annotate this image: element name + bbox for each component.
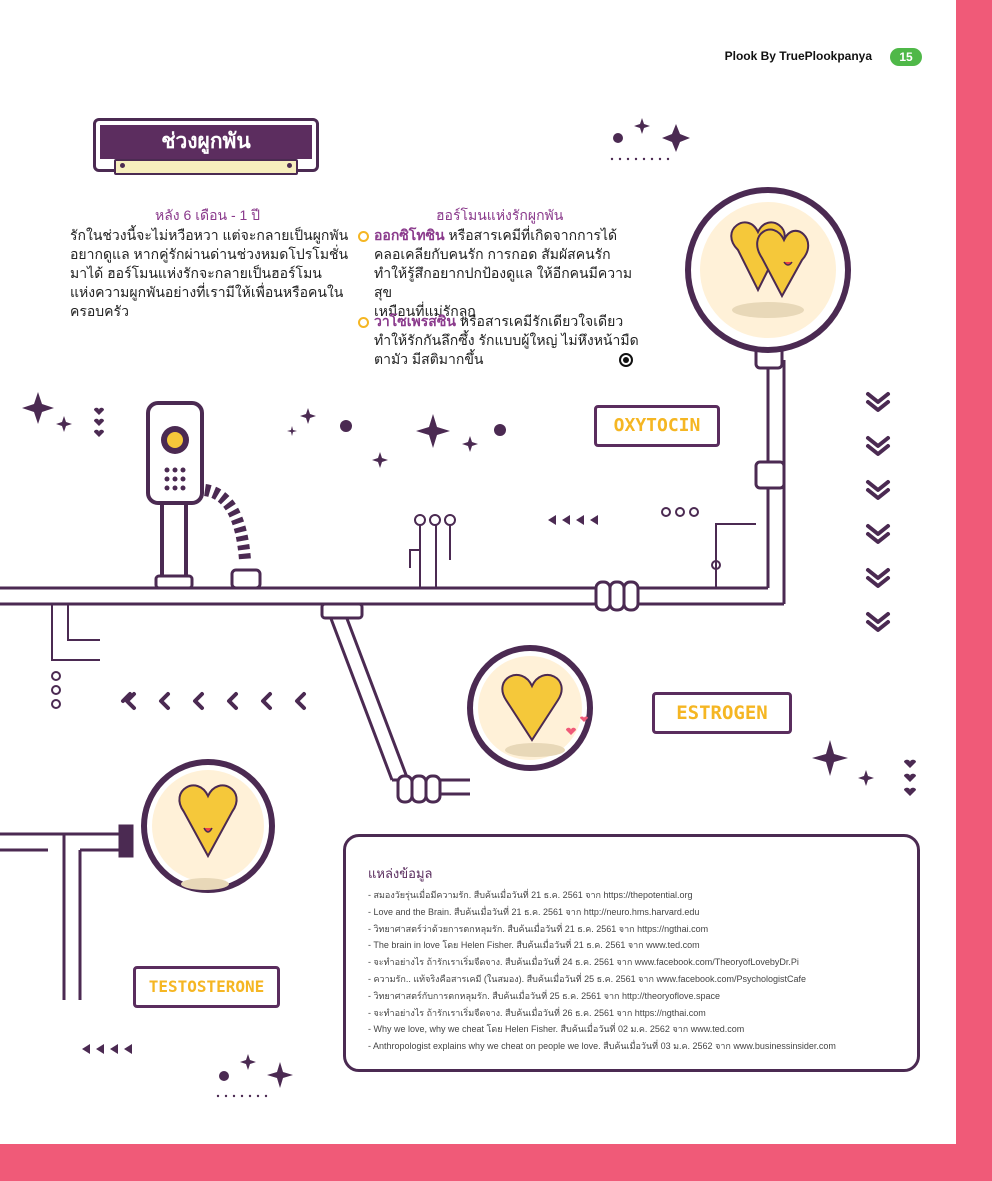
hormone-item-oxytocin: ออกซิโทซิน หรือสารเคมีที่เกิดจากการได้ ค… [358, 226, 649, 321]
paragraph-line: รักในช่วงนี้จะไม่หวือหวา แต่จะกลายเป็นผู… [70, 227, 349, 243]
sources-box: แหล่งข้อมูล - สมองวัยรุ่นเมื่อมีความรัก.… [343, 834, 920, 1072]
publication-name: Plook By TruePlookpanya [724, 49, 872, 63]
hormone-desc-line: ทำให้รักกันลึกซึ้ง รักแบบผู้ใหญ่ ไม่หึงห… [374, 332, 639, 348]
bullet-circle-icon [358, 231, 369, 242]
left-subheading: หลัง 6 เดือน - 1 ปี [155, 207, 261, 223]
sources-title: แหล่งข้อมูล [368, 866, 433, 881]
paragraph-line: ครอบครัว [70, 303, 129, 319]
hormone-desc-line: เหมือนที่แม่รักลูก [374, 303, 476, 319]
source-item: - จะทำอย่างไร ถ้ารักเราเริ่มจืดจาง. สืบค… [368, 957, 799, 968]
source-item: - Love and the Brain. สืบค้นเมื่อวันที่ … [368, 906, 700, 917]
source-item: - ความรัก.. แท้จริงคือสารเคมี (ในสมอง). … [368, 973, 807, 984]
source-item: - The brain in love โดย Helen Fisher. สื… [368, 940, 700, 951]
estrogen-heart-circle [467, 645, 593, 771]
source-item: - วิทยาศาสตร์ว่าด้วยการตกหลุมรัก. สืบค้น… [368, 923, 709, 934]
device-icon [146, 401, 262, 590]
estrogen-label: ESTROGEN [652, 692, 792, 734]
paragraph-line: อยากดูแล หากคู่รักผ่านด่านช่วงหมดโปรโมชั… [70, 246, 349, 262]
paragraph-line: มาได้ ฮอร์โมนแห่งรักจะกลายเป็นฮอร์โมน [70, 265, 322, 281]
hormone-desc-line: หรือสารเคมีที่เกิดจากการได้ [444, 227, 618, 243]
paragraph-line: แห่งความผูกพันอย่างที่เรามีให้เพื่อนหรือ… [70, 284, 344, 300]
left-paragraph: รักในช่วงนี้จะไม่หวือหวา แต่จะกลายเป็นผู… [70, 226, 350, 321]
source-item: - จะทำอย่างไร ถ้ารักเราเริ่มจืดจาง. สืบค… [368, 1007, 706, 1018]
section-title: ช่วงผูกพัน [100, 125, 312, 159]
strip-dot [120, 163, 125, 168]
oxytocin-label: OXYTOCIN [594, 405, 720, 447]
title-decoration-strip [114, 159, 298, 175]
end-mark-icon [619, 353, 633, 367]
page-number-badge: 15 [890, 48, 922, 66]
magazine-page: Plook By TruePlookpanya 15 [0, 0, 956, 1144]
source-item: - Anthropologist explains why we cheat o… [368, 1041, 836, 1052]
source-item: - วิทยาศาสตร์กับการตกหลุมรัก. สืบค้นเมื่… [368, 990, 721, 1001]
hormone-desc-line: ตามัว มีสติมากขึ้น [374, 351, 484, 367]
testosterone-label: TESTOSTERONE [133, 966, 280, 1008]
hormone-item-vasopressin: วาโซเพรสซิน หรือสารเคมีรักเดียวใจเดียว ท… [358, 312, 649, 369]
pipe-illustration [0, 118, 916, 1098]
source-item: - สมองวัยรุ่นเมื่อมีความรัก. สืบค้นเมื่อ… [368, 890, 693, 900]
strip-dot [287, 163, 292, 168]
hormone-desc-line: ทำให้รู้สึกอยากปกป้องดูแล ให้อีกคนมีความ… [374, 265, 633, 300]
hormone-term: ออกซิโทซิน [374, 227, 445, 243]
source-item: - Why we love, why we cheat โดย Helen Fi… [368, 1024, 745, 1035]
right-subheading: ฮอร์โมนแห่งรักผูกพัน [436, 207, 564, 223]
sources-list: - สมองวัยรุ่นเมื่อมีความรัก. สืบค้นเมื่อ… [368, 887, 836, 1055]
testosterone-heart-circle [141, 759, 275, 893]
hormone-desc-line: หรือสารเคมีรักเดียวใจเดียว [455, 313, 624, 329]
hormone-desc-line: คลอเคลียกับคนรัก การกอด สัมผัสคนรัก [374, 246, 611, 262]
hormone-term: วาโซเพรสซิน [374, 313, 456, 329]
oxytocin-heart-circle [685, 187, 851, 353]
section-title-box: ช่วงผูกพัน [93, 118, 319, 175]
bullet-circle-icon [358, 317, 369, 328]
